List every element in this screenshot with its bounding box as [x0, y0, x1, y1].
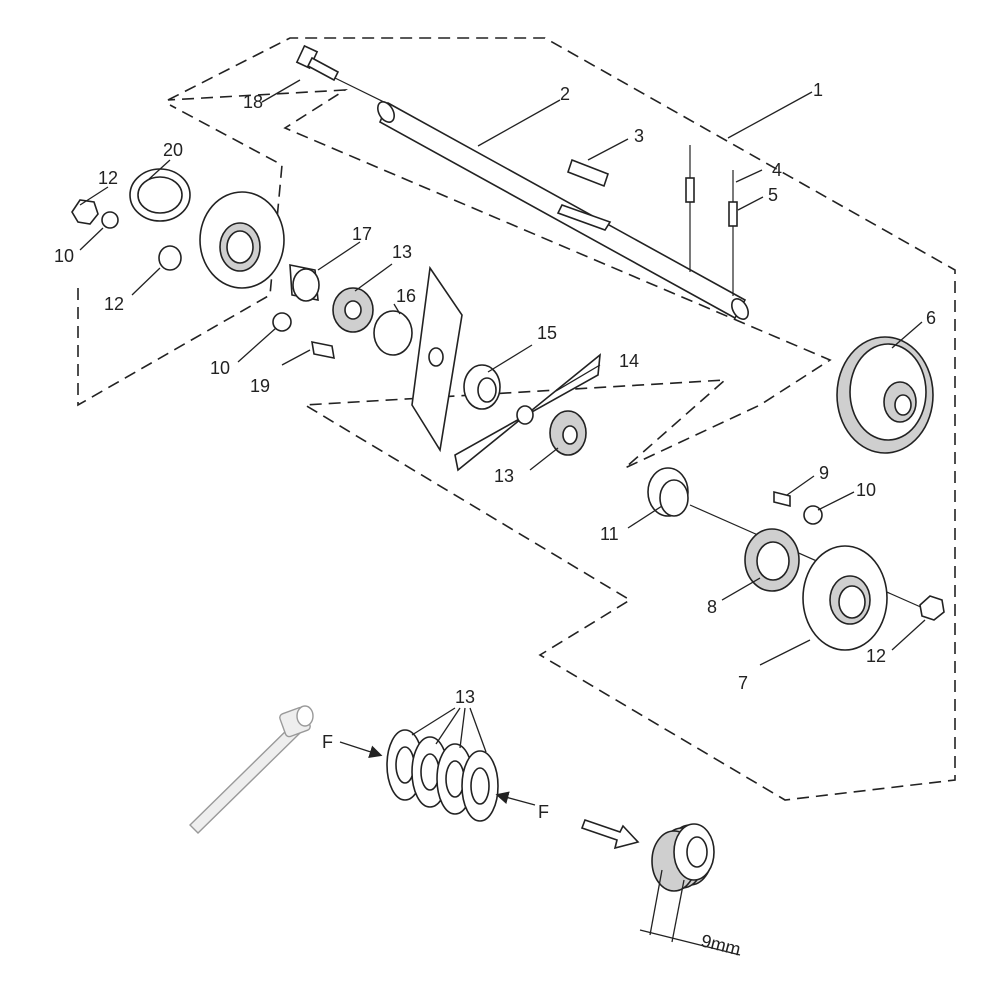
result-arrow	[580, 818, 640, 850]
callout-9: 9	[819, 463, 829, 483]
force-label-right: F	[538, 802, 549, 822]
bolt-18	[295, 44, 340, 82]
callout-15: 15	[537, 323, 557, 343]
left-end-parts	[71, 168, 413, 360]
force-arrow-left	[339, 741, 383, 758]
callout-13b: 13	[494, 466, 514, 486]
callout-12c: 12	[866, 646, 886, 666]
callout-18: 18	[243, 92, 263, 112]
roll-pins	[685, 145, 738, 296]
assembly-outline-main	[167, 37, 956, 801]
key	[567, 158, 609, 188]
callout-17: 17	[352, 224, 372, 244]
washer-stack	[386, 707, 499, 822]
callout-7: 7	[738, 673, 748, 693]
callout-12a: 12	[98, 168, 118, 188]
callout-12b: 12	[104, 294, 124, 314]
spacer-15-bore	[477, 377, 497, 403]
callout-10b: 10	[210, 358, 230, 378]
callout-19: 19	[250, 376, 270, 396]
callout-20: 20	[163, 140, 183, 160]
assembly-outline-left	[77, 104, 283, 407]
dimension-callout	[639, 869, 741, 956]
callout-13a: 13	[392, 242, 412, 262]
callout-6: 6	[926, 308, 936, 328]
blade-plates	[411, 265, 601, 472]
callout-10c: 10	[856, 480, 876, 500]
pulley	[836, 336, 934, 454]
callout-13c: 13	[455, 687, 475, 707]
dimension-label: 9mm	[699, 930, 743, 959]
callout-14: 14	[619, 351, 639, 371]
wrench-tool	[189, 705, 314, 834]
washer-13-bore	[562, 425, 578, 445]
callout-16: 16	[396, 286, 416, 306]
shaft	[334, 77, 749, 320]
callout-2: 2	[560, 84, 570, 104]
callout-10a: 10	[54, 246, 74, 266]
callout-1: 1	[813, 80, 823, 100]
right-end-parts	[647, 467, 945, 651]
callout-4: 4	[772, 160, 782, 180]
callout-3: 3	[634, 126, 644, 146]
compressed-washer-stack	[651, 823, 715, 892]
leader-lines	[79, 79, 926, 666]
callout-8: 8	[707, 597, 717, 617]
callout-5: 5	[768, 185, 778, 205]
force-label-left: F	[322, 732, 333, 752]
callout-11: 11	[600, 524, 619, 544]
force-arrow-right	[495, 791, 536, 806]
